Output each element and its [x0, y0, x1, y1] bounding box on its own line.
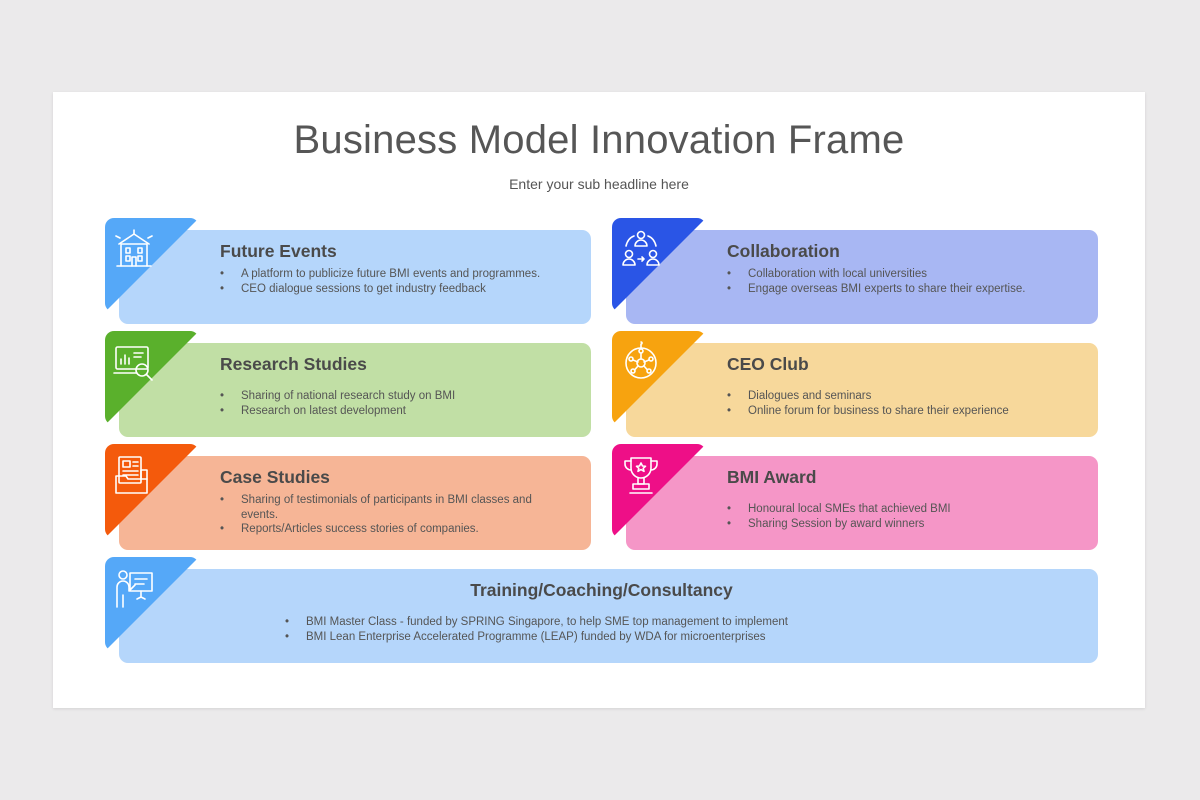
card-heading: BMI Award — [727, 467, 817, 487]
card-case-studies: Case Studies Sharing of testimonials of … — [105, 444, 591, 550]
bullet-item: A platform to publicize future BMI event… — [220, 267, 551, 282]
card-heading: Future Events — [220, 241, 337, 261]
bullet-item: Dialogues and seminars — [727, 389, 1058, 404]
card-bmi-award: BMI Award Honoural local SMEs that achie… — [612, 444, 1098, 550]
card-bullets: Dialogues and seminars Online forum for … — [727, 389, 1058, 418]
slide-subtitle: Enter your sub headline here — [509, 176, 689, 192]
card-bullets: Honoural local SMEs that achieved BMI Sh… — [727, 502, 1058, 531]
team-collaboration-icon — [618, 226, 664, 272]
card-heading: CEO Club — [727, 354, 809, 374]
card-research-studies: Research Studies Sharing of national res… — [105, 331, 591, 437]
card-ceo-club: CEO Club Dialogues and seminars Online f… — [612, 331, 1098, 437]
bullet-item: BMI Lean Enterprise Accelerated Programm… — [285, 630, 788, 645]
card-bullets: BMI Master Class - funded by SPRING Sing… — [285, 615, 788, 644]
presenter-board-icon — [111, 565, 157, 611]
bullet-item: Sharing of testimonials of participants … — [220, 493, 551, 522]
card-training: Training/Coaching/Consultancy BMI Master… — [105, 557, 1098, 663]
card-bullets: Collaboration with local universities En… — [727, 267, 1058, 296]
card-heading: Collaboration — [727, 241, 840, 261]
bullet-item: Online forum for business to share their… — [727, 404, 1058, 419]
card-heading: Training/Coaching/Consultancy — [470, 580, 733, 600]
bullet-item: Collaboration with local universities — [727, 267, 1058, 282]
bullet-item: Sharing of national research study on BM… — [220, 389, 551, 404]
bullet-item: Research on latest development — [220, 404, 551, 419]
bullet-item: Reports/Articles success stories of comp… — [220, 522, 551, 537]
card-future-events: Future Events A platform to publicize fu… — [105, 218, 591, 324]
building-icon — [111, 226, 157, 272]
card-bullets: Sharing of national research study on BM… — [220, 389, 551, 418]
network-globe-icon — [618, 339, 664, 385]
card-bullets: Sharing of testimonials of participants … — [220, 493, 551, 537]
bullet-item: Engage overseas BMI experts to share the… — [727, 282, 1058, 297]
card-collaboration: Collaboration Collaboration with local u… — [612, 218, 1098, 324]
trophy-icon — [618, 452, 664, 498]
research-screen-icon — [111, 339, 157, 385]
bullet-item: CEO dialogue sessions to get industry fe… — [220, 282, 551, 297]
slide: Business Model Innovation Frame Enter yo… — [53, 92, 1145, 708]
bullet-item: BMI Master Class - funded by SPRING Sing… — [285, 615, 788, 630]
slide-title: Business Model Innovation Frame — [293, 118, 905, 162]
card-bullets: A platform to publicize future BMI event… — [220, 267, 551, 296]
card-heading: Research Studies — [220, 354, 367, 374]
bullet-item: Honoural local SMEs that achieved BMI — [727, 502, 1058, 517]
bullet-item: Sharing Session by award winners — [727, 517, 1058, 532]
case-document-icon — [111, 452, 157, 498]
card-heading: Case Studies — [220, 467, 330, 487]
